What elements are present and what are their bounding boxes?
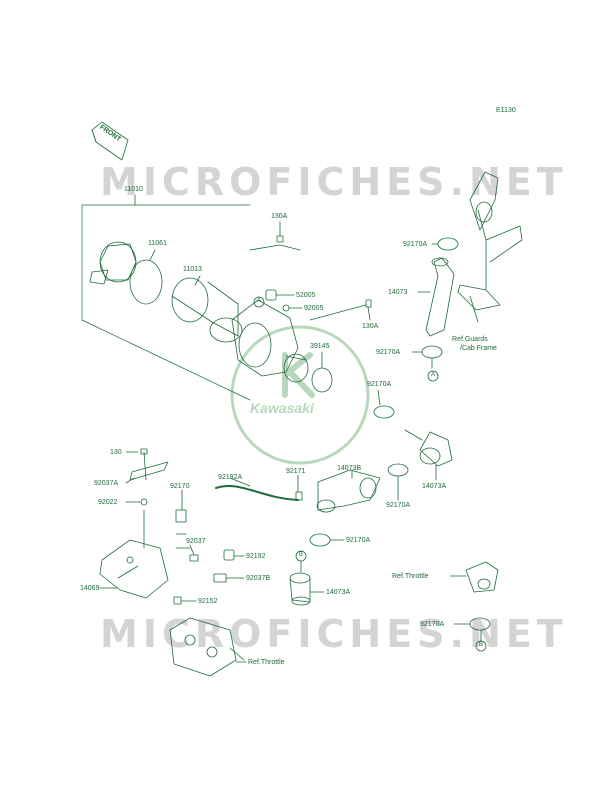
part-label-92037b: 92037B [246, 575, 271, 582]
marker-a-right-letter: A [431, 372, 436, 378]
filter-element-11013 [171, 275, 243, 343]
part-label-92170a-right: 92170A [376, 349, 401, 356]
cab-frame-duct [457, 171, 523, 311]
part-label-92037a: 92037A [94, 480, 119, 487]
part-label-52005: 52005 [296, 292, 316, 299]
part-label-92170a-mid: 92170A [386, 502, 411, 509]
part-label-92170a-bottom-right: 92170A [420, 621, 445, 628]
ref-label-guards: Ref.Guards [452, 336, 488, 343]
part-label-92192a: 92192A [218, 474, 243, 481]
boot-14073A [289, 572, 311, 606]
marker-b-right-letter: B [479, 642, 484, 648]
diagram-code: E1130 [496, 107, 516, 114]
bracket-14069 [99, 539, 169, 599]
ref-label-cab-frame: /Cab Frame [460, 345, 497, 352]
marker-b-left-letter: B [299, 552, 304, 558]
part-label-92192: 92192 [246, 553, 266, 560]
part-label-14073a-lower: 14073A [326, 589, 351, 596]
part-label-92170a-top: 92170A [403, 241, 428, 248]
ref-label-throttle-right: Ref.Throttle [392, 573, 429, 580]
throttle-body-left [169, 617, 245, 677]
marker-a-left [253, 296, 265, 308]
marker-a-left-letter: A [257, 298, 262, 304]
marker-a-right [427, 370, 439, 382]
part-label-14069: 14069 [80, 585, 100, 592]
front-arrow-icon [91, 121, 129, 161]
part-label-92022: 92022 [98, 499, 118, 506]
watermark-top: MICROFICHES.NET [100, 160, 568, 204]
part-label-14073a-right: 14073A [422, 483, 447, 490]
part-label-11010: 11010 [124, 186, 143, 193]
part-label-130a-top: 130A [271, 213, 288, 220]
part-label-11013: 11013 [183, 266, 202, 273]
part-label-11061: 11061 [148, 240, 167, 247]
part-label-14073b: 14073B [337, 465, 362, 472]
ring-11061 [129, 259, 163, 305]
part-label-14073: 14073 [388, 289, 408, 296]
part-label-39145: 39145 [310, 343, 330, 350]
part-label-92170a-hose: 92170A [346, 537, 371, 544]
part-label-92005: 92005 [304, 305, 324, 312]
ref-label-throttle-left: Ref.Throttle [248, 659, 285, 666]
part-label-92170a-lower-right: 92170A [367, 381, 392, 388]
part-label-92171: 92171 [286, 468, 306, 475]
air-cleaner-housing [231, 299, 309, 383]
part-label-130a-mid: 130A [362, 323, 379, 330]
air-cleaner-cover [89, 241, 137, 285]
kawasaki-logo-watermark [230, 325, 370, 465]
hose-14073 [425, 257, 455, 337]
part-label-92170: 92170 [170, 483, 190, 490]
part-label-92037: 92037 [186, 538, 206, 545]
part-label-92152: 92152 [198, 598, 218, 605]
watermark-logo: Kawasaki [250, 400, 314, 416]
part-label-130: 130 [110, 449, 122, 456]
throttle-body-right [465, 561, 499, 593]
duct-elbow-14073A [419, 431, 453, 467]
duct-14073B [316, 469, 381, 513]
